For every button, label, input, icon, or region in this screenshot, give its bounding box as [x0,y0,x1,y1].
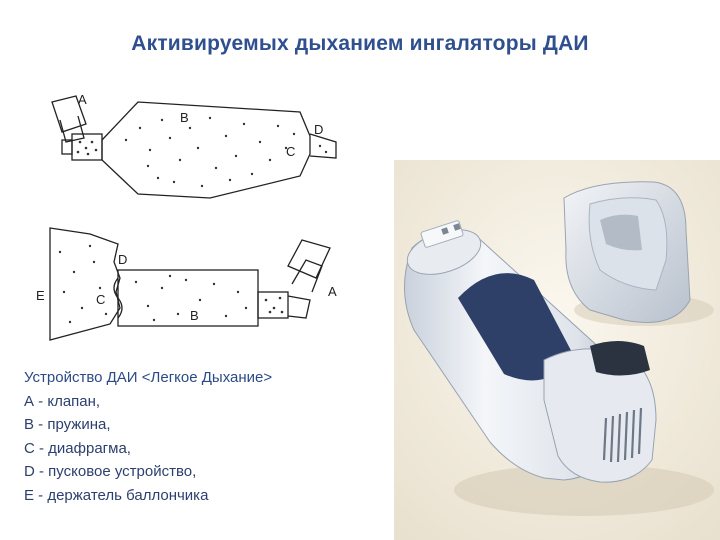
slide-title: Активируемых дыханием ингаляторы ДАИ [131,32,589,55]
top-label-b: B [180,110,189,125]
bottom-label-e: E [36,288,45,303]
bottom-label-a: A [328,284,337,299]
caption-item-e: Е - держатель баллончика [24,486,209,504]
inhaler-device-photo [394,160,720,540]
top-inhaler-diagram: A B C D [51,92,337,199]
bottom-label-d: D [118,252,127,267]
caption-item-a: А - клапан, [24,392,101,410]
top-label-c: C [286,144,295,159]
top-label-d: D [314,122,323,137]
caption-item-c: С - диафрагма, [24,439,131,457]
device-caption: Устройство ДАИ <Легкое Дыхание> А - клап… [24,366,384,507]
bottom-inhaler-diagram: D E C B A [36,227,337,341]
top-label-a: A [78,92,87,107]
caption-item-d: D - пусковое устройство, [24,463,197,480]
caption-item-b: В - пружина, [24,416,111,433]
bottom-label-c: C [96,292,105,307]
bottom-label-b: B [190,308,199,323]
caption-title: Устройство ДАИ <Легкое Дыхание> [24,369,273,386]
